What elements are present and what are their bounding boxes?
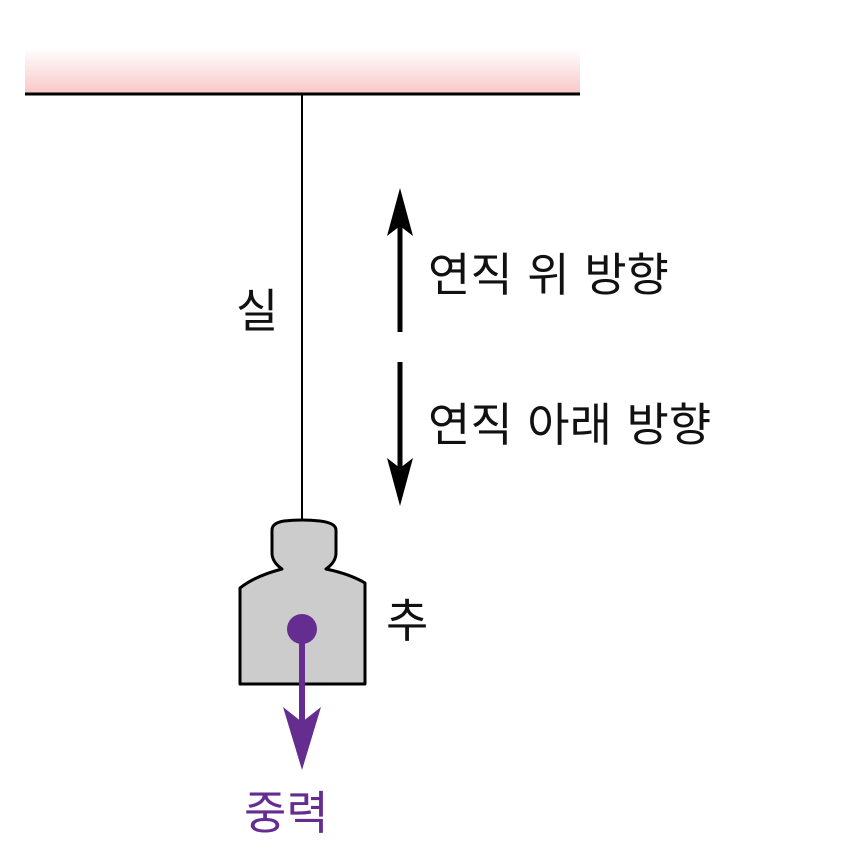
weight-label: 추 <box>386 594 429 648</box>
ceiling <box>25 48 580 93</box>
string-label: 실 <box>236 284 279 338</box>
vertical-down-label: 연직 아래 방향 <box>428 398 712 452</box>
down-arrow-icon <box>387 458 413 506</box>
up-arrow-icon <box>387 188 413 236</box>
vertical-up-label: 연직 위 방향 <box>428 248 669 302</box>
gravity-arrow-head <box>283 707 321 770</box>
weight <box>238 518 367 686</box>
gravity-label: 중력 <box>244 786 329 840</box>
